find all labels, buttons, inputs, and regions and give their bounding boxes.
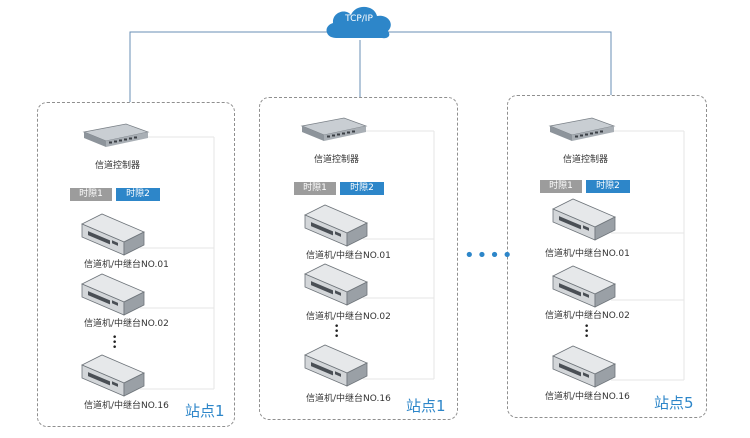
repeater-device bbox=[76, 353, 146, 401]
more-sites-indicator: •••• bbox=[464, 245, 515, 266]
repeater-device-icon bbox=[81, 354, 145, 397]
repeater-label: 信道机/中继台NO.02 bbox=[84, 319, 169, 329]
repeater-label: 信道机/中继台NO.02 bbox=[306, 312, 391, 322]
more-devices-indicator: ••• bbox=[334, 322, 340, 342]
controller-label: 信道控制器 bbox=[95, 161, 141, 171]
controller-switch-icon bbox=[548, 117, 616, 141]
time-slot-1-badge: 时隙1 bbox=[294, 182, 336, 195]
time-slot-2-badge: 时隙2 bbox=[116, 188, 160, 201]
repeater-label: 信道机/中继台NO.02 bbox=[545, 311, 630, 321]
controller-label: 信道控制器 bbox=[563, 155, 609, 165]
repeater-device-icon bbox=[304, 204, 368, 247]
repeater-device bbox=[547, 344, 617, 392]
channel-controller bbox=[298, 116, 368, 146]
repeater-device-icon bbox=[552, 198, 616, 241]
repeater-label: 信道机/中继台NO.01 bbox=[306, 251, 391, 261]
repeater-device bbox=[76, 212, 146, 260]
controller-switch-icon bbox=[300, 117, 368, 141]
network-link bbox=[129, 31, 330, 102]
more-devices-indicator: ••• bbox=[584, 322, 590, 342]
network-link bbox=[388, 31, 612, 95]
repeater-device-icon bbox=[552, 265, 616, 308]
repeater-label: 信道机/中继台NO.01 bbox=[84, 260, 169, 270]
repeater-device-icon bbox=[81, 273, 145, 316]
repeater-device-icon bbox=[304, 263, 368, 306]
site-name: 站点1 bbox=[406, 397, 446, 415]
network-label: TCP/IP bbox=[345, 14, 373, 24]
time-slot-1-badge: 时隙1 bbox=[540, 180, 582, 193]
repeater-label: 信道机/中继台NO.16 bbox=[84, 401, 169, 411]
repeater-device bbox=[299, 262, 369, 310]
repeater-device-icon bbox=[304, 344, 368, 387]
repeater-device-icon bbox=[552, 345, 616, 388]
repeater-device bbox=[76, 272, 146, 320]
repeater-device-icon bbox=[81, 213, 145, 256]
repeater-device bbox=[299, 203, 369, 251]
channel-controller bbox=[80, 122, 150, 152]
repeater-device bbox=[547, 264, 617, 312]
repeater-device bbox=[299, 343, 369, 391]
repeater-label: 信道机/中继台NO.16 bbox=[306, 394, 391, 404]
controller-switch-icon bbox=[82, 123, 150, 147]
site-name: 站点5 bbox=[654, 394, 694, 412]
repeater-label: 信道机/中继台NO.01 bbox=[545, 249, 630, 259]
channel-controller bbox=[546, 116, 616, 146]
site-name: 站点1 bbox=[185, 402, 225, 420]
cloud-icon bbox=[326, 6, 391, 39]
controller-label: 信道控制器 bbox=[314, 155, 360, 165]
time-slot-2-badge: 时隙2 bbox=[586, 180, 630, 193]
time-slot-1-badge: 时隙1 bbox=[70, 188, 112, 201]
more-devices-indicator: ••• bbox=[112, 333, 118, 353]
repeater-device bbox=[547, 197, 617, 245]
time-slot-2-badge: 时隙2 bbox=[340, 182, 384, 195]
repeater-label: 信道机/中继台NO.16 bbox=[545, 392, 630, 402]
